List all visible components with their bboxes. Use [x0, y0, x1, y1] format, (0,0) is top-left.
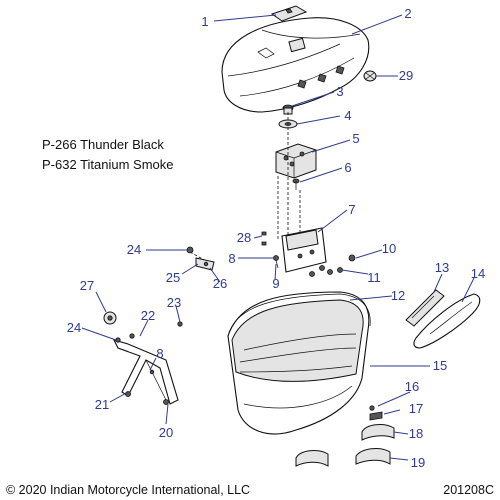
side-trim	[413, 293, 481, 349]
callout: 29	[399, 68, 413, 83]
callout: 26	[213, 276, 227, 291]
copyright-text: © 2020 Indian Motorcycle International, …	[6, 483, 251, 497]
lid-badge-plate	[270, 5, 308, 22]
bottom-screws	[369, 405, 383, 421]
callout: 11	[367, 270, 381, 285]
callout: 24	[67, 320, 81, 335]
grommet	[103, 311, 117, 325]
callout: 9	[272, 276, 279, 291]
callout: 8	[228, 251, 235, 266]
callout: 19	[411, 455, 425, 470]
drawing-id: 201208C	[443, 483, 494, 497]
hinge-bracket	[281, 227, 327, 273]
callout: 23	[167, 295, 181, 310]
body-seal	[227, 293, 371, 337]
bumper-pad-lower	[355, 448, 391, 465]
bumper-pad-upper	[361, 424, 395, 441]
callout: 18	[409, 426, 423, 441]
callout: 28	[237, 230, 251, 245]
callout: 8	[156, 346, 163, 361]
bumper-pad-loose	[295, 450, 329, 467]
leader-lines	[81, 14, 475, 461]
lid-knob	[282, 104, 294, 115]
callout: 12	[391, 288, 405, 303]
color-note-titanium-smoke: P-632 Titanium Smoke	[42, 157, 174, 172]
callout: 13	[435, 260, 449, 275]
callout: 21	[95, 397, 109, 412]
callout: 14	[471, 266, 485, 281]
latch-screw	[292, 178, 300, 190]
callout: 2	[404, 6, 411, 21]
color-note-thunder-black: P-266 Thunder Black	[42, 137, 164, 152]
callout: 22	[141, 308, 155, 323]
callout: 4	[344, 108, 351, 123]
callout: 25	[166, 270, 180, 285]
callout: 17	[409, 401, 423, 416]
latch-housing	[275, 143, 317, 179]
callout: 27	[80, 278, 94, 293]
callout: 16	[405, 379, 419, 394]
callout: 3	[336, 84, 343, 99]
callout: 7	[348, 202, 355, 217]
mount-striker	[186, 246, 215, 271]
callout: 24	[127, 242, 141, 257]
callout: 20	[159, 425, 173, 440]
callout: 10	[382, 241, 396, 256]
hinge-screws	[261, 231, 267, 246]
callout: 6	[344, 160, 351, 175]
lid-bumper	[363, 70, 377, 82]
callout-numbers: 1 2 3 4 5 6 7 8 9 10 11 12 13 14 15 16 1…	[67, 6, 485, 470]
saddlebag-lid	[221, 17, 370, 113]
saddlebag-body	[227, 291, 370, 435]
callout: 5	[352, 131, 359, 146]
reflector-strip	[405, 289, 445, 327]
callout: 1	[201, 14, 208, 29]
callout: 15	[433, 358, 447, 373]
hinge-nuts	[309, 254, 356, 277]
